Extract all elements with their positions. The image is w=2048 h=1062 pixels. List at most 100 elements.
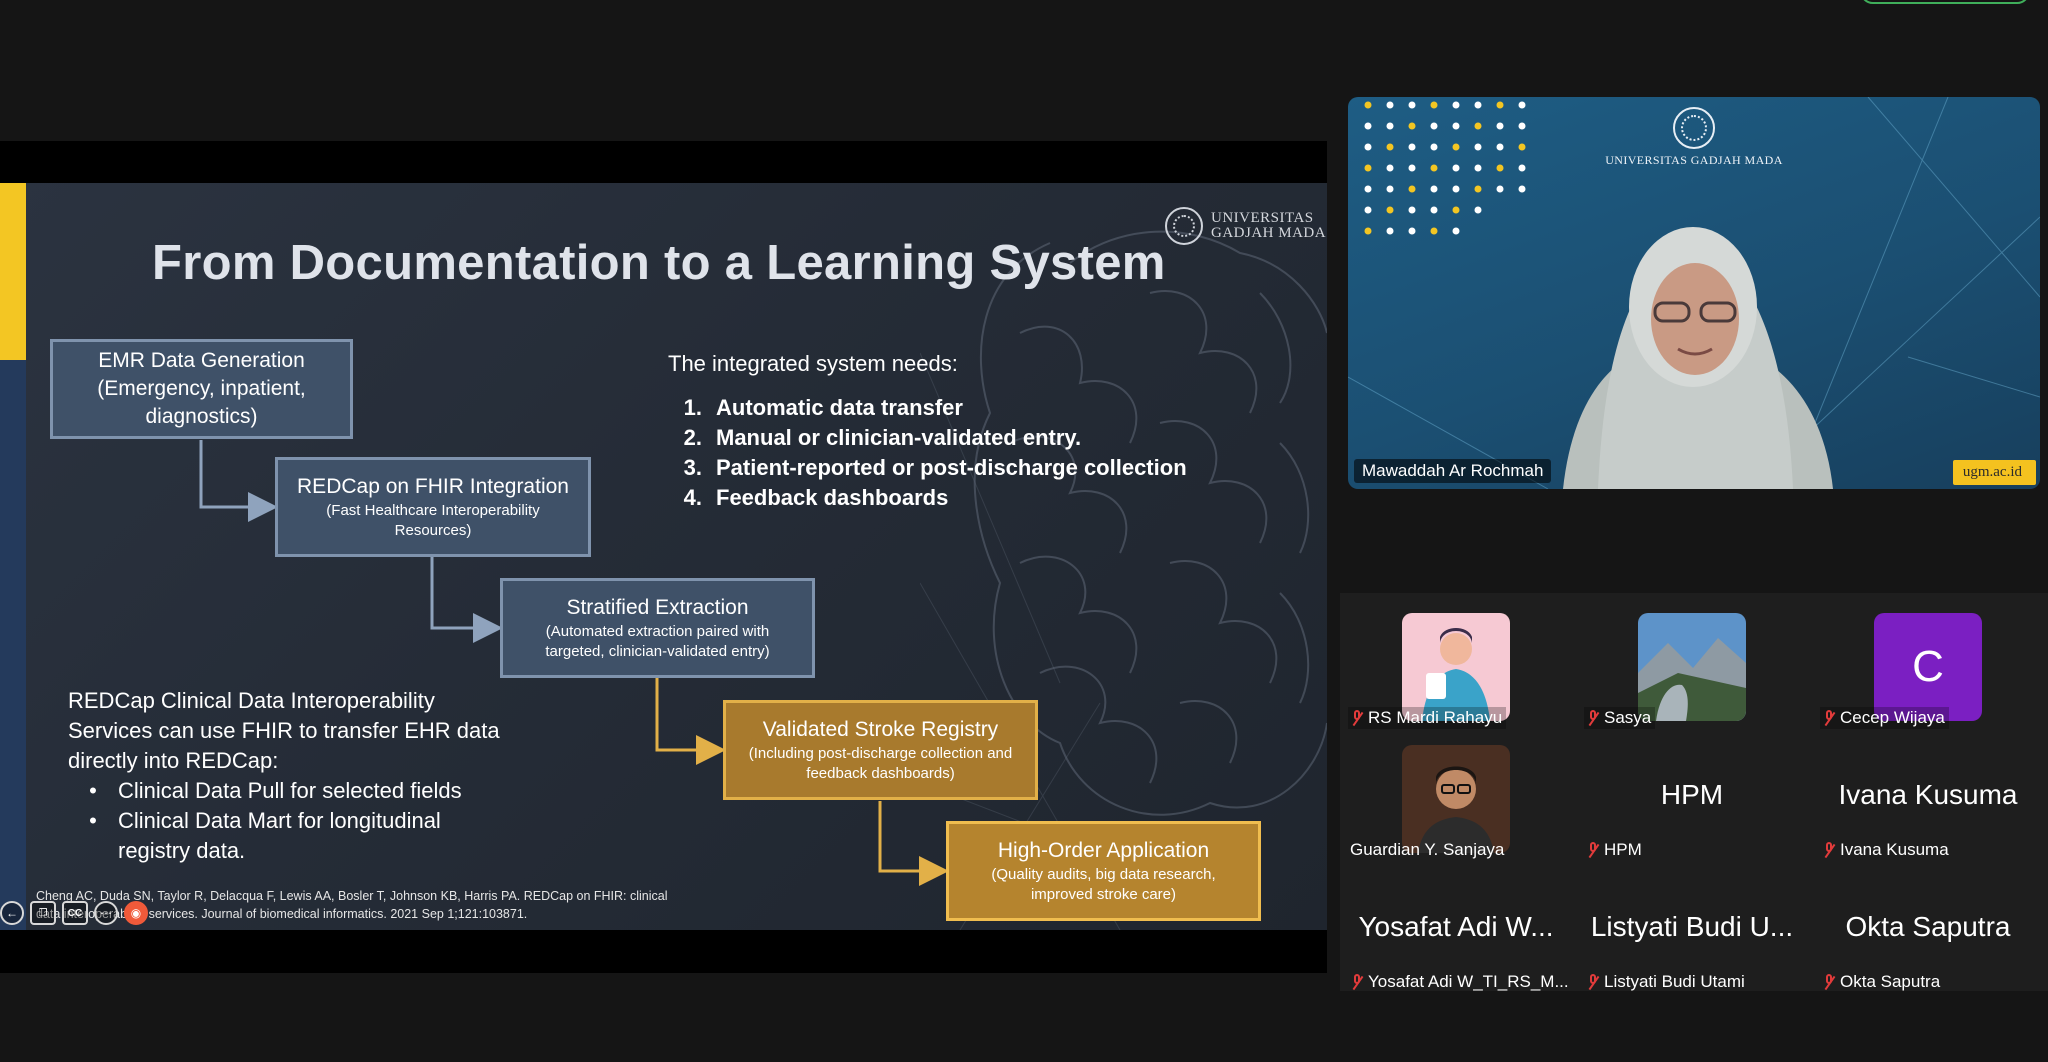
participant-tile[interactable]: C Cecep Wijaya <box>1812 603 2044 733</box>
needs-item: 2.Manual or clinician-validated entry. <box>668 423 1187 453</box>
needs-list: 1.Automatic data transfer 2.Manual or cl… <box>668 393 1187 513</box>
slide-side-bar <box>0 360 26 930</box>
pattern-dot <box>1408 185 1416 193</box>
flow-box-title: EMR Data Generation <box>98 349 305 372</box>
top-status-pill[interactable] <box>1860 0 2030 4</box>
pattern-dot <box>1408 122 1416 130</box>
flow-box-sub: improved stroke care) <box>1030 886 1177 903</box>
pattern-dot <box>1430 227 1438 235</box>
needs-number: 1. <box>683 395 702 420</box>
participant-name: Listyati Budi Utami <box>1604 972 1745 991</box>
flow-connectors <box>199 440 949 886</box>
bullet-item: •Clinical Data Pull for selected fields <box>68 776 538 806</box>
shared-slide: UNIVERSITAS GADJAH MADA From Documentati… <box>0 183 1327 930</box>
participant-display-name: Okta Saputra <box>1845 911 2011 942</box>
participant-gallery: RS Mardi Rahayu Sasya C Cecep Wijaya <box>1340 593 2048 991</box>
redcap-text: directly into REDCap: <box>68 748 279 773</box>
flow-box-application: High-Order Application (Quality audits, … <box>946 821 1261 921</box>
pattern-dot <box>1430 101 1438 109</box>
participant-name: Cecep Wijaya <box>1840 708 1945 727</box>
pattern-dot <box>1408 101 1416 109</box>
participant-name: Ivana Kusuma <box>1840 840 1949 859</box>
pattern-dot <box>1430 122 1438 130</box>
pattern-dot <box>1452 101 1460 109</box>
pattern-dot <box>1386 143 1394 151</box>
speaker-video[interactable]: UNIVERSITAS GADJAH MADA Mawaddah Ar Roch… <box>1348 97 2040 489</box>
pattern-dot <box>1452 227 1460 235</box>
participant-tile[interactable]: Listyati Budi U... Listyati Budi Utami <box>1576 867 1808 997</box>
dot-pattern <box>1364 101 1526 235</box>
participant-name: HPM <box>1604 840 1642 859</box>
pattern-dot <box>1496 122 1504 130</box>
letter-avatar: C <box>1874 613 1982 721</box>
citation-line: Cheng AC, Duda SN, Taylor R, Delacqua F,… <box>36 889 668 903</box>
participant-display-name: Listyati Budi U... <box>1590 911 1794 942</box>
pattern-dot <box>1386 206 1394 214</box>
muted-mic-icon <box>1822 974 1836 990</box>
participant-label: Guardian Y. Sanjaya <box>1348 839 1508 861</box>
flow-box-sub: (Including post-discharge collection and <box>748 745 1013 762</box>
pattern-dot <box>1474 143 1482 151</box>
citation-line: data interoperability services. Journal … <box>36 907 528 921</box>
participant-tile[interactable]: Okta Saputra Okta Saputra <box>1812 867 2044 997</box>
participant-tile[interactable]: HPM HPM <box>1576 735 1808 865</box>
flow-box-sub: (Fast Healthcare Interoperability <box>326 502 540 519</box>
slide-university-logo: UNIVERSITAS GADJAH MADA <box>1165 207 1326 245</box>
pattern-dot <box>1474 185 1482 193</box>
pattern-dot <box>1518 122 1526 130</box>
pattern-dot <box>1386 122 1394 130</box>
needs-item: 3.Patient-reported or post-discharge col… <box>668 453 1187 483</box>
pattern-dot <box>1364 101 1372 109</box>
pattern-dot <box>1430 143 1438 151</box>
redcap-text: REDCap Clinical Data Interoperability <box>68 688 435 713</box>
university-seal-icon <box>1673 107 1715 149</box>
pattern-dot <box>1364 164 1372 172</box>
flow-box-extraction: Stratified Extraction (Automated extract… <box>500 578 815 678</box>
presentation-controls: ← ❐ CC ⋯ ◉ <box>0 901 148 925</box>
needs-number: 3. <box>683 455 702 480</box>
pattern-dot <box>1430 206 1438 214</box>
muted-mic-icon <box>1350 710 1364 726</box>
participant-tile[interactable]: Sasya <box>1576 603 1808 733</box>
participant-name: RS Mardi Rahayu <box>1368 708 1503 727</box>
brain-illustration <box>920 230 1327 930</box>
muted-mic-icon <box>1350 974 1364 990</box>
flow-box-title: High-Order Application <box>997 839 1210 862</box>
bullet-mark: • <box>89 808 97 833</box>
pattern-dot <box>1518 164 1526 172</box>
slide-citation: Cheng AC, Duda SN, Taylor R, Delacqua F,… <box>36 887 716 923</box>
flow-box-sub: diagnostics) <box>145 405 258 428</box>
participant-display-name: HPM <box>1660 779 1724 810</box>
participant-label: Listyati Budi Utami <box>1584 971 1749 993</box>
slide-title: From Documentation to a Learning System <box>152 236 1166 290</box>
participant-tile[interactable]: Guardian Y. Sanjaya <box>1340 735 1572 865</box>
avatar <box>1402 613 1510 721</box>
flow-box-emr: EMR Data Generation (Emergency, inpatien… <box>50 339 353 439</box>
landscape-avatar-icon <box>1638 613 1746 721</box>
more-icon[interactable]: ⋯ <box>94 901 118 925</box>
participant-label: Okta Saputra <box>1820 971 1944 993</box>
flow-box-sub: (Emergency, inpatient, <box>97 377 306 400</box>
participant-display-name: Yosafat Adi W... <box>1358 911 1554 942</box>
flow-box-sub: targeted, clinician-validated entry) <box>545 643 770 660</box>
redcap-bullets: •Clinical Data Pull for selected fields … <box>68 776 538 866</box>
connector-3 <box>655 677 726 765</box>
participant-tile[interactable]: Yosafat Adi W... Yosafat Adi W_TI_RS_M..… <box>1340 867 1572 997</box>
participant-tile[interactable]: Ivana Kusuma Ivana Kusuma <box>1812 735 2044 865</box>
pattern-dot <box>1364 122 1372 130</box>
participant-label: HPM <box>1584 839 1646 861</box>
cc-icon[interactable]: CC <box>62 901 88 925</box>
back-arrow-icon[interactable]: ← <box>0 901 24 925</box>
redcap-text: Services can use FHIR to transfer EHR da… <box>68 718 500 743</box>
pattern-dot <box>1408 143 1416 151</box>
copy-icon[interactable]: ❐ <box>30 901 56 925</box>
needs-number: 4. <box>683 485 702 510</box>
record-icon[interactable]: ◉ <box>124 901 148 925</box>
participant-tile[interactable]: RS Mardi Rahayu <box>1340 603 1572 733</box>
pattern-dot <box>1452 164 1460 172</box>
pattern-dot <box>1518 143 1526 151</box>
pattern-dot <box>1474 206 1482 214</box>
speaker-person <box>1563 227 1833 489</box>
